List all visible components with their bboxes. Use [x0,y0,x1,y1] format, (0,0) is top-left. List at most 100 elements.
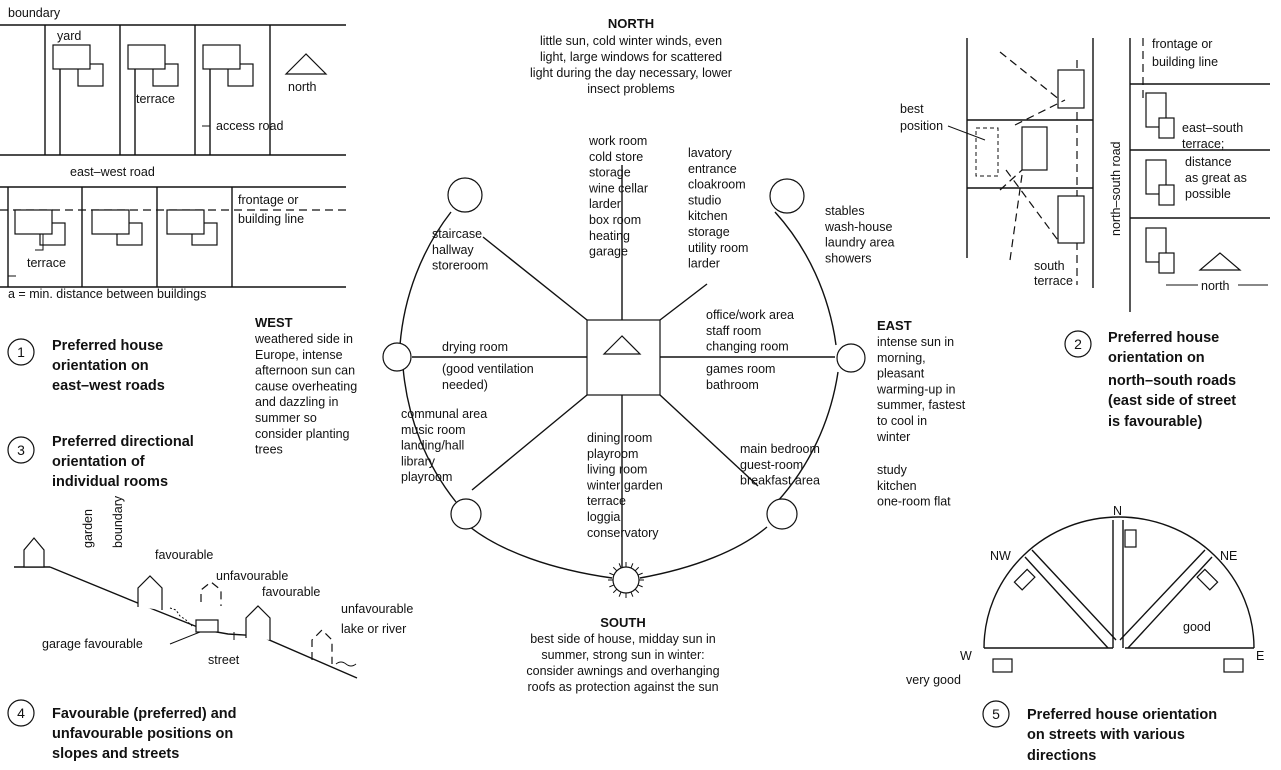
sun-ray [612,566,618,572]
north-rooms-line: box room [589,213,641,227]
frontage-label: building line [1152,55,1218,69]
sun-position-w [382,342,412,372]
south-rooms-line: dining room [587,431,652,445]
favourable-label: favourable [262,585,320,599]
sun-ray [637,584,643,588]
house-icon [23,537,45,568]
north-rooms-line: garage [589,245,628,259]
north-east-label: NE [1220,549,1237,563]
arc [399,211,452,346]
sun-position-sw [450,498,482,530]
north-rooms-line: larder [589,197,621,211]
retaining-hatch [169,607,193,627]
distance-label: as great as [1185,171,1247,185]
street-label: street [208,653,240,667]
north-label: north [1201,279,1230,293]
south-heading: SOUTH [600,615,646,630]
caption-line: Preferred house [1108,330,1219,346]
sun-ray [609,572,615,576]
north-description-line: little sun, cold winter winds, even [540,34,722,48]
north-west-rooms-line: staircase [432,227,482,241]
sun-position-e [836,343,866,373]
north-description: little sun, cold winter winds, even light… [530,34,732,96]
west-description-line: Europe, intense [255,348,343,362]
caption-line: orientation on [1108,350,1205,366]
unfavourable-house-icon [200,581,222,606]
house-plan [1223,658,1244,673]
figure-number: 2 [1074,336,1082,352]
south-description: best side of house, midday sun in summer,… [526,632,719,694]
north-heading: NORTH [608,16,654,31]
north-rooms-line: storage [589,166,631,180]
south-east-rooms-line: guest-room [740,458,803,472]
south-description-line: consider awnings and overhanging [526,664,719,678]
caption-line: orientation on [52,358,149,374]
east-rooms-lower-line: games room [706,362,775,376]
north-south-road-label: north–south road [1109,141,1123,236]
south-rooms-line: loggia [587,510,620,524]
house-square [586,319,661,396]
garage-icon [195,619,219,633]
south-rooms-line: conservatory [587,526,659,540]
west-description-line: trees [255,443,283,457]
north-label: N [1113,504,1122,518]
figure-5-various-directions: N NW NE W E good very good [906,504,1264,687]
spoke [659,283,708,321]
north-west-rooms-line: hallway [432,243,474,257]
south-terrace-label: terrace [1034,274,1073,288]
figure-1-east-west-roads: boundary yard terrace north access road … [0,6,346,301]
pointer-line [947,125,986,141]
north-north-east-rooms-line: larder [688,257,720,271]
figure-number: 1 [17,344,25,360]
west-description-line: summer so [255,411,317,425]
lake-label: lake or river [341,622,406,636]
sun-ray [637,572,643,576]
divider [1119,549,1206,641]
north-east-rooms-line: wash-house [824,220,892,234]
house-icon [245,605,271,640]
south-rooms-line: living room [587,463,647,477]
west-description-line: and dazzling in [255,395,338,409]
water-icon [335,661,357,667]
terrace-label: terrace [27,256,66,270]
south-rooms-line: terrace [587,494,626,508]
east-label: E [1256,649,1264,663]
north-description-line: light, large windows for scattered [540,50,722,64]
yard-label: yard [57,29,81,43]
south-description-line: roofs as protection against the sun [527,680,718,694]
arc [639,526,768,579]
north-north-east-rooms-line: utility room [688,241,748,255]
north-north-east-rooms-line: kitchen [688,209,728,223]
west-room: needed) [442,378,488,392]
east-extra-rooms-line: kitchen [877,479,917,493]
south-east-rooms-line: breakfast area [740,474,820,488]
good-label: good [1183,620,1211,634]
unfavourable-label: unfavourable [341,602,413,616]
arc [774,211,837,346]
east-description-line: intense sun in [877,335,954,349]
caption-4: 4 Favourable (preferred) and unfavourabl… [7,699,237,762]
figure-4-slopes: garden boundary favourable unfavourable … [14,495,413,679]
west-description-line: cause overheating [255,379,357,393]
east-south-terrace-label: terrace; [1182,137,1224,151]
north-arrow-icon [284,53,328,75]
garden-label: garden [81,509,95,548]
east-extra-rooms-line: study [877,463,908,477]
south-description-line: summer, strong sun in winter: [541,648,704,662]
east-west-road-label: east–west road [70,165,155,179]
sun-ray [630,563,634,569]
distance-label: distance [1185,155,1232,169]
south-description-line: best side of house, midday sun in [530,632,716,646]
figure-2-north-south-roads: best position south terrace north–south … [900,37,1270,312]
garage-label: garage favourable [42,637,143,651]
best-position-label: best [900,102,924,116]
caption-2: 2 Preferred house orientation on north–s… [1064,330,1236,430]
east-rooms-lower-line: bathroom [706,378,759,392]
house-plan [91,209,143,246]
sun-ray [618,563,622,569]
east-south-terrace-label: east–south [1182,121,1243,135]
figure-number: 4 [17,705,25,721]
